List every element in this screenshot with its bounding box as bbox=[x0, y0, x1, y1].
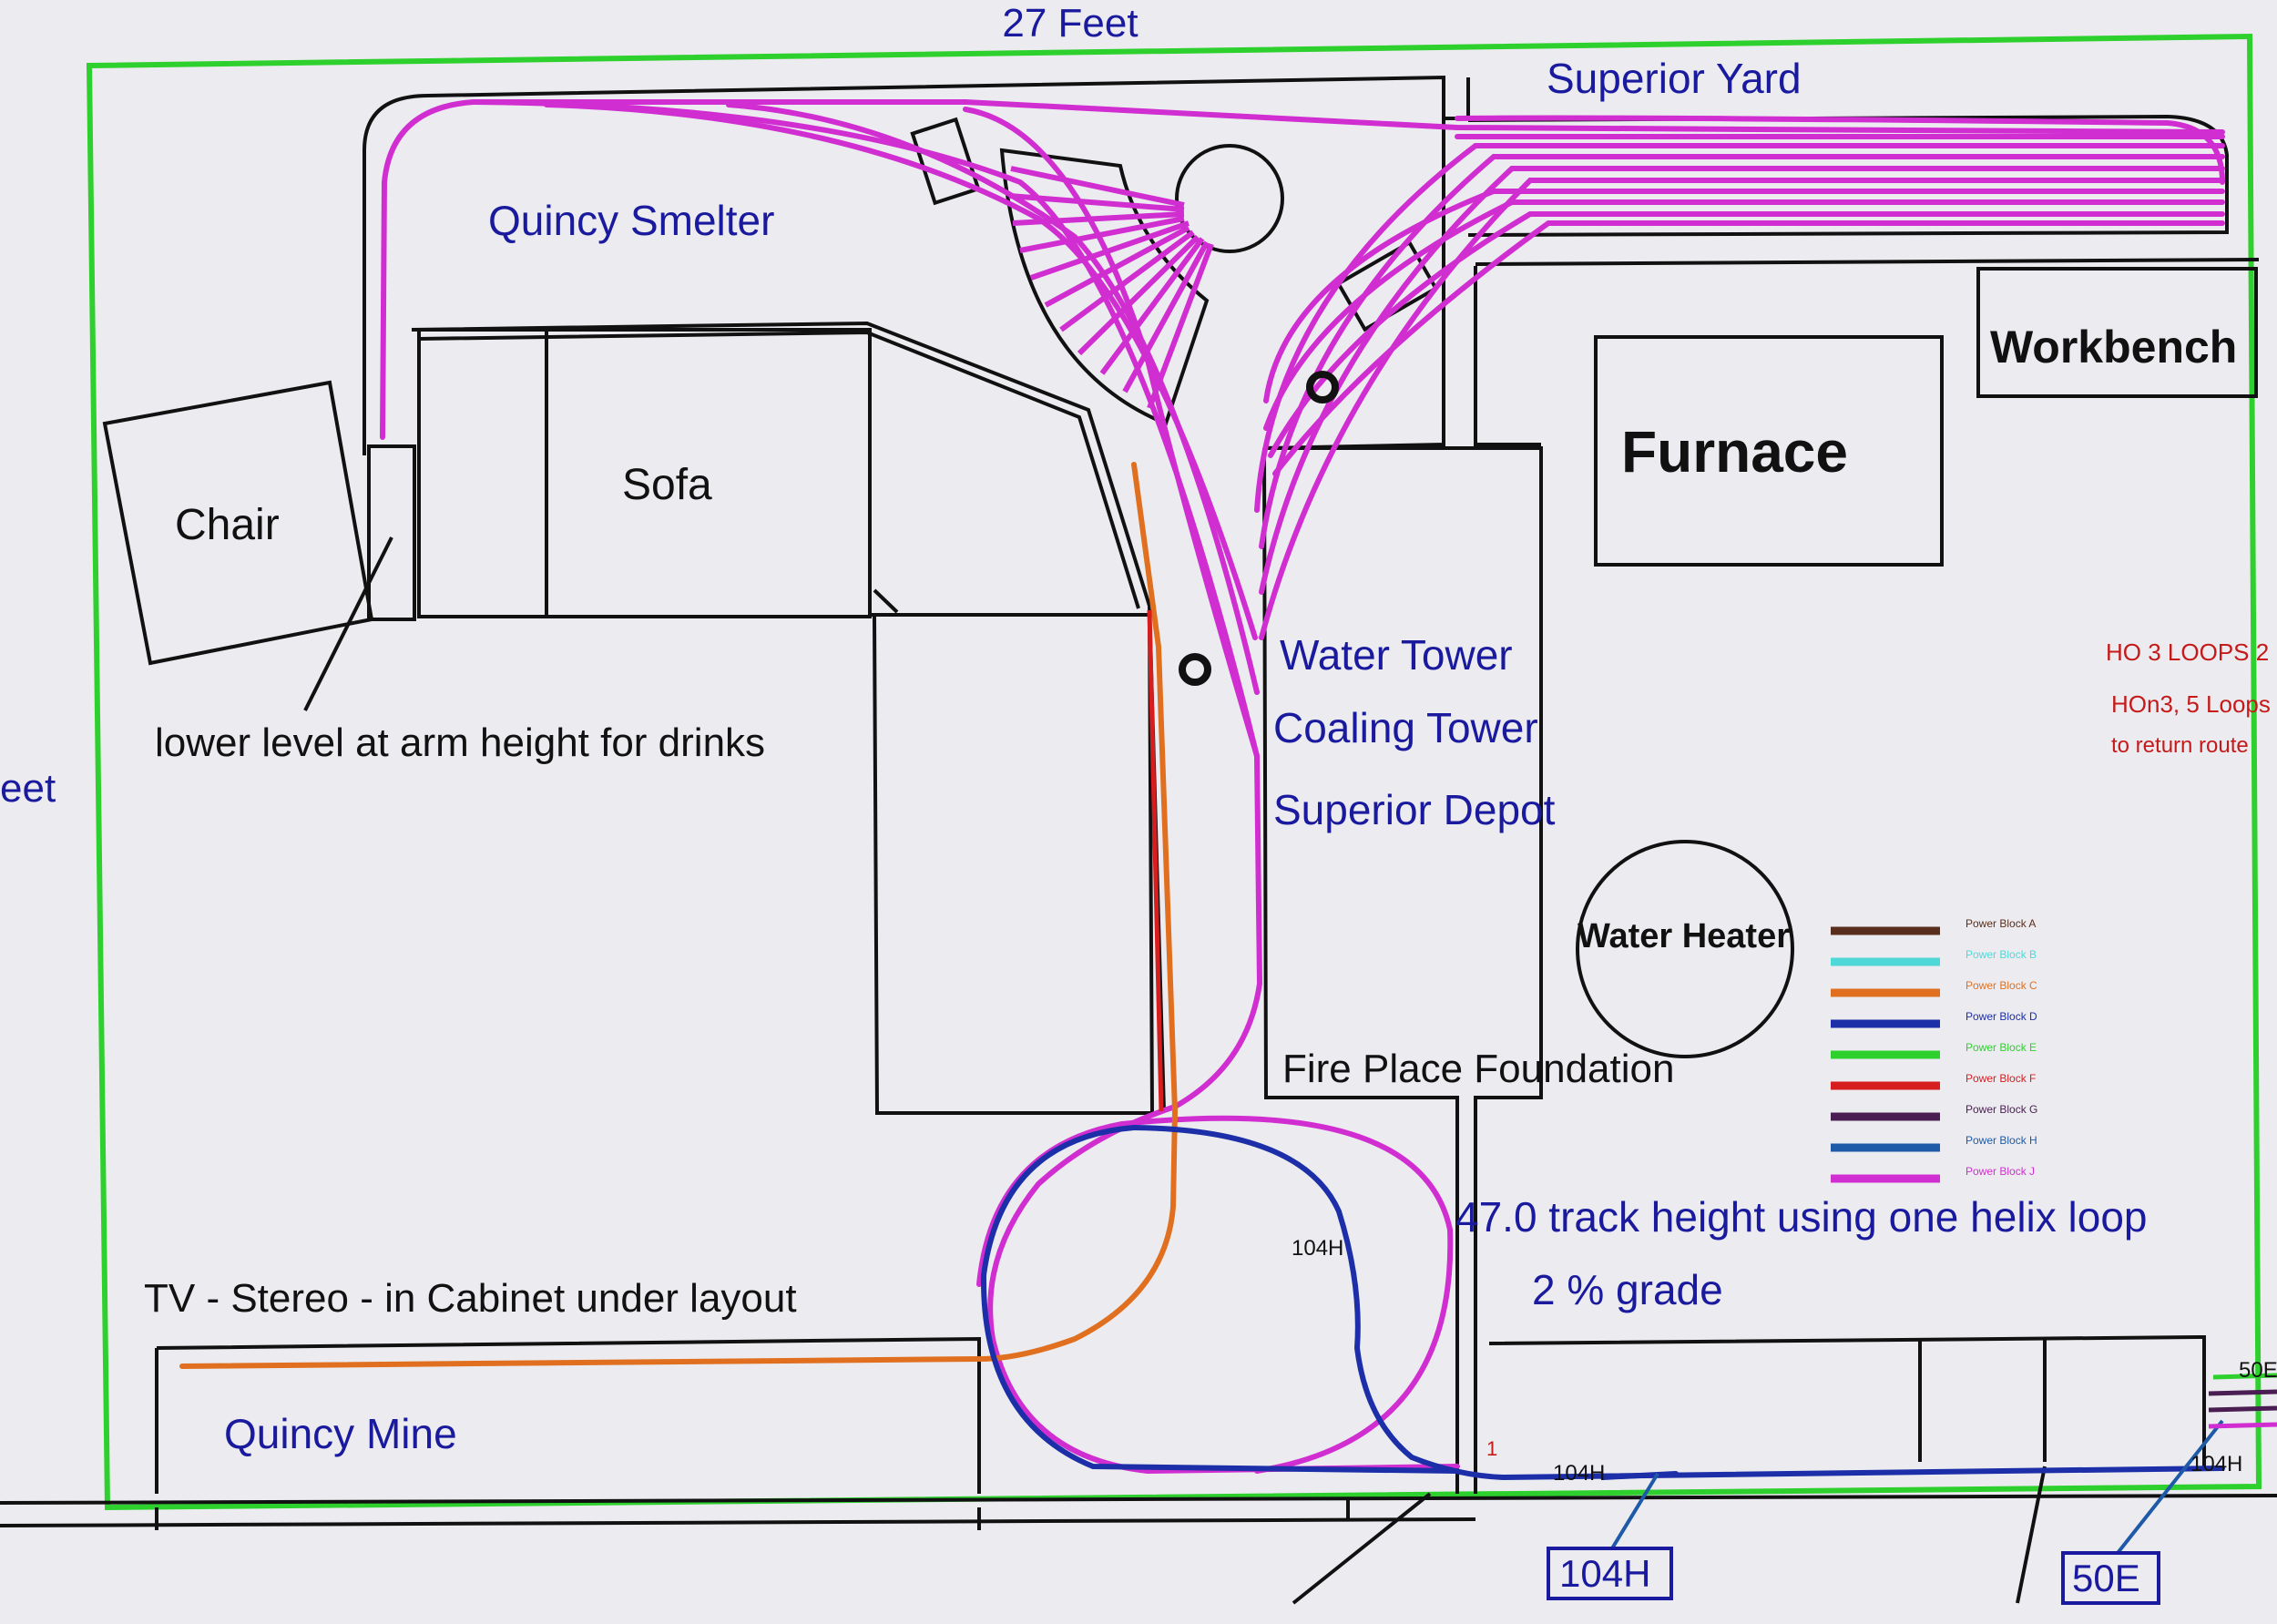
tag-104h: 104H bbox=[1559, 1552, 1650, 1595]
label-superior-depot: Superior Depot bbox=[1273, 786, 1556, 833]
track-power-block-d bbox=[980, 1125, 2225, 1481]
label-helix-104h: 104H bbox=[1292, 1236, 1343, 1261]
label-water-heater: Water Heater bbox=[1578, 917, 1790, 955]
legend-label: Power Block B bbox=[1966, 948, 2037, 961]
note-ho-loops: HO 3 LOOPS 2 bbox=[2106, 638, 2269, 666]
legend-label: Power Block E bbox=[1966, 1041, 2037, 1054]
legend-label: Power Block A bbox=[1966, 917, 2036, 930]
track-power-block-c bbox=[179, 462, 1179, 1369]
note-grade: 2 % grade bbox=[1532, 1266, 1723, 1313]
track-power-block-h bbox=[1610, 1419, 2224, 1555]
side-dimension: eet bbox=[0, 766, 56, 811]
legend-label: Power Block F bbox=[1966, 1072, 2036, 1085]
tower-markers bbox=[1179, 371, 1339, 686]
note-tv-cabinet: TV - Stereo - in Cabinet under layout bbox=[144, 1276, 797, 1321]
tag-50e: 50E bbox=[2072, 1557, 2140, 1599]
legend-label: Power Block D bbox=[1966, 1010, 2037, 1023]
legend-label: Power Block G bbox=[1966, 1103, 2037, 1116]
note-return-route: to return route bbox=[2111, 733, 2249, 758]
room-boundary bbox=[86, 33, 2262, 1511]
legend-label: Power Block J bbox=[1966, 1165, 2035, 1178]
power-block-legend: Power Block A Power Block B Power Block C P… bbox=[1831, 917, 2037, 1183]
diagram-title: 27 Feet bbox=[1002, 1, 1138, 46]
label-corner-50e: 50E bbox=[2239, 1358, 2277, 1383]
label-fire-place-foundation: Fire Place Foundation bbox=[1282, 1047, 1674, 1091]
track-power-block-j bbox=[380, 99, 2225, 1475]
label-water-tower: Water Tower bbox=[1280, 631, 1513, 679]
benchwork-outline bbox=[0, 75, 2277, 1605]
track-power-block-f bbox=[1147, 609, 1164, 1112]
label-sofa: Sofa bbox=[622, 461, 712, 509]
label-coaling-tower: Coaling Tower bbox=[1273, 704, 1538, 751]
corner-track-stubs bbox=[2208, 1373, 2277, 1429]
label-furnace: Furnace bbox=[1621, 419, 1848, 485]
label-boxes bbox=[1547, 1547, 2160, 1605]
label-bottom-104h: 104H bbox=[1553, 1461, 1605, 1486]
note-track-height: 47.0 track height using one helix loop bbox=[1455, 1193, 2148, 1241]
legend-label: Power Block H bbox=[1966, 1134, 2037, 1147]
label-chair: Chair bbox=[175, 501, 280, 549]
label-right-104h: 104H bbox=[2190, 1452, 2242, 1476]
legend-label: Power Block C bbox=[1966, 979, 2037, 992]
note-lower-level: lower level at arm height for drinks bbox=[155, 720, 765, 765]
label-marker-1: 1 bbox=[1486, 1437, 1497, 1460]
label-superior-yard: Superior Yard bbox=[1547, 55, 1802, 102]
note-hon3-loops: HOn3, 5 Loops bbox=[2111, 690, 2271, 718]
label-workbench: Workbench bbox=[1990, 322, 2237, 373]
label-quincy-smelter: Quincy Smelter bbox=[488, 197, 774, 244]
label-quincy-mine: Quincy Mine bbox=[224, 1410, 457, 1457]
